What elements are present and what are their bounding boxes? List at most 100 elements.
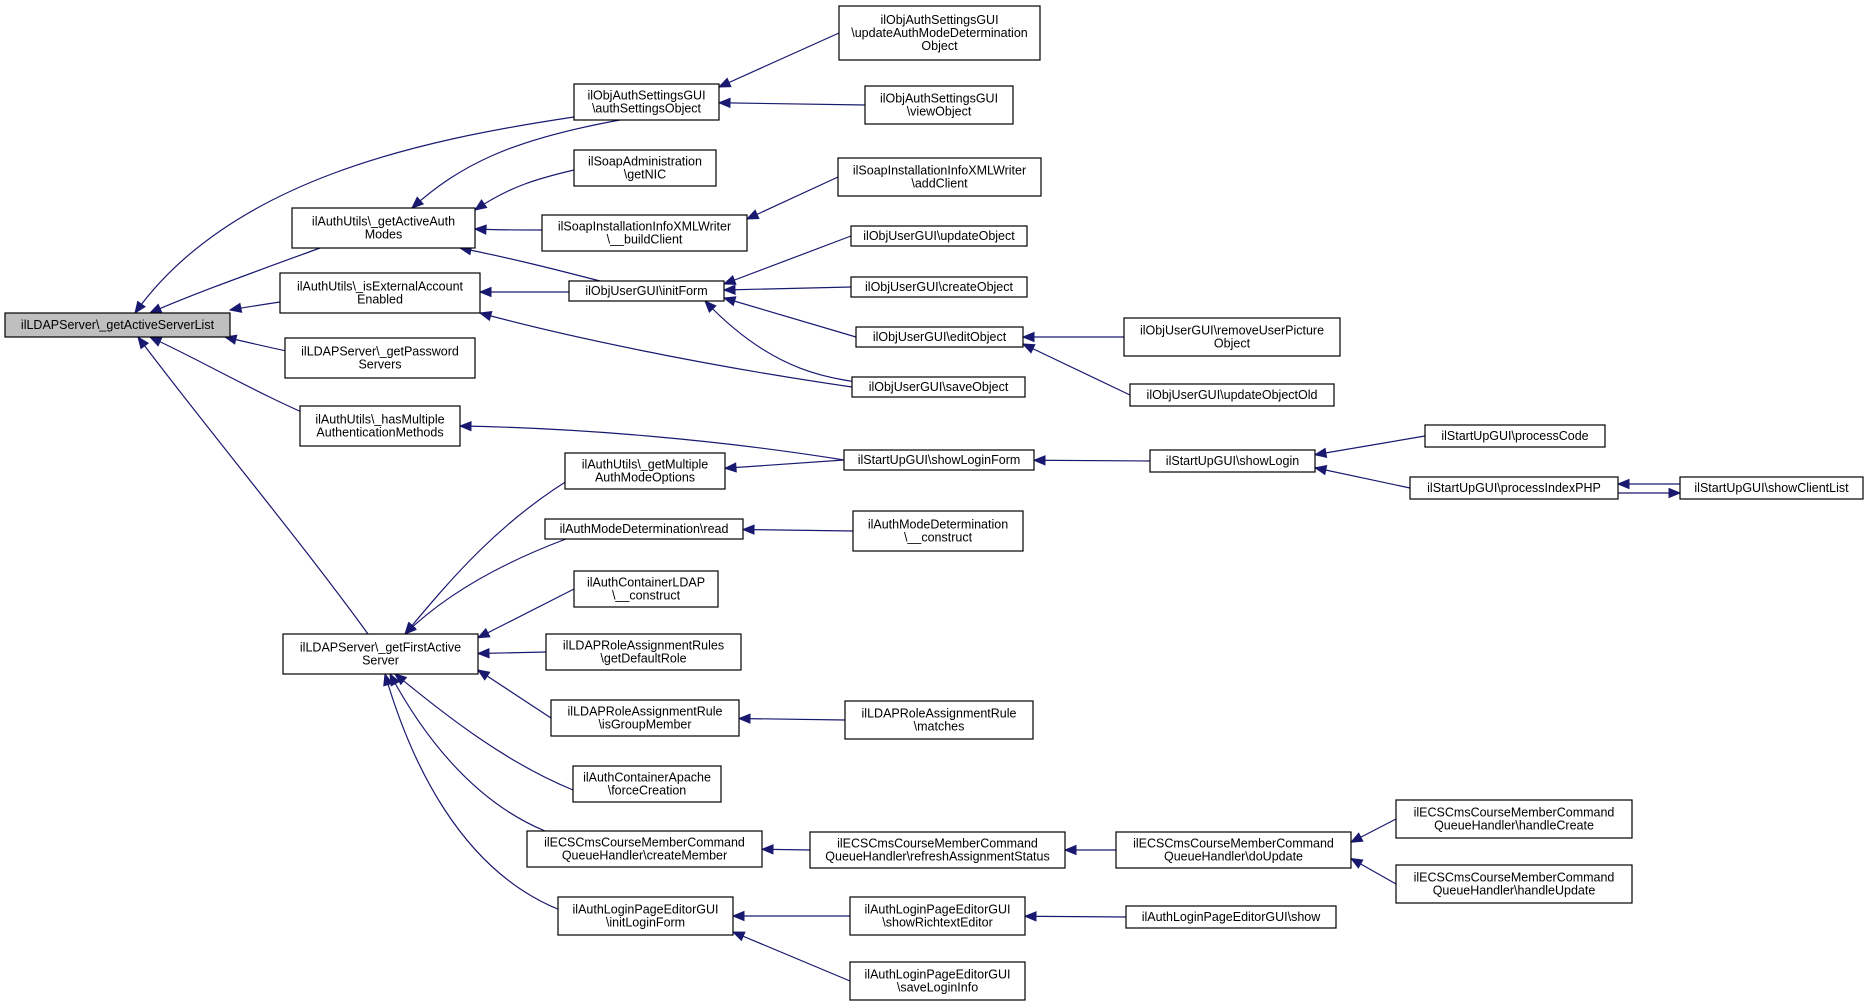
edge-arrowhead-initForm-to-isExternalAccountEnabled: [478, 286, 492, 298]
node-label-line: ilAuthUtils\_getMultiple: [582, 458, 708, 472]
node-processIndexPHP[interactable]: ilStartUpGUI\processIndexPHP: [1409, 476, 1619, 500]
node-showLoginForm[interactable]: ilStartUpGUI\showLoginForm: [843, 449, 1035, 471]
node-label-line: ilObjAuthSettingsGUI: [880, 92, 998, 106]
node-label-line: ilObjUserGUI\saveObject: [869, 380, 1009, 394]
edge-arrowhead-soapBuildClient-to-getActiveAuthModes: [473, 224, 487, 235]
node-initLoginForm[interactable]: ilAuthLoginPageEditorGUI\initLoginForm: [557, 896, 734, 936]
node-authModeDetRead[interactable]: ilAuthModeDetermination\read: [544, 518, 744, 540]
node-isGroupMember[interactable]: ilLDAPRoleAssignmentRule\isGroupMember: [550, 699, 740, 737]
node-box: [568, 280, 725, 302]
node-showRichtextEditor[interactable]: ilAuthLoginPageEditorGUI\showRichtextEdi…: [849, 896, 1026, 936]
node-getDefaultRole[interactable]: ilLDAPRoleAssignmentRules\getDefaultRole: [545, 633, 742, 671]
node-hasMultipleAuth[interactable]: ilAuthUtils\_hasMultipleAuthenticationMe…: [299, 405, 461, 447]
node-label-line: QueueHandler\createMember: [562, 849, 727, 863]
node-saveObject[interactable]: ilObjUserGUI\saveObject: [851, 376, 1026, 398]
node-saveLoginInfo[interactable]: ilAuthLoginPageEditorGUI\saveLoginInfo: [849, 961, 1026, 1001]
node-label-line: \viewObject: [907, 105, 972, 119]
node-authContainerLDAPConstruct[interactable]: ilAuthContainerLDAP\__construct: [573, 570, 719, 608]
edge-createMember-to-getFirstActiveServer: [389, 673, 546, 832]
node-forceCreation[interactable]: ilAuthContainerApache\forceCreation: [572, 765, 722, 803]
node-label-line: QueueHandler\handleUpdate: [1433, 884, 1596, 898]
node-handleCreate[interactable]: ilECSCmsCourseMemberCommandQueueHandler\…: [1395, 799, 1633, 839]
node-root[interactable]: ilLDAPServer\_getActiveServerList: [4, 312, 231, 338]
node-label-line: ilStartUpGUI\showClientList: [1694, 481, 1849, 495]
node-loginPageShow[interactable]: ilAuthLoginPageEditorGUI\show: [1125, 905, 1337, 929]
node-label-line: Servers: [358, 358, 401, 372]
node-label-line: \getNIC: [624, 168, 666, 182]
edge-arrowhead-showLoginForm-to-getMultipleAuthModeOptions: [723, 462, 737, 473]
edge-arrowhead-showLogin-to-showLoginForm: [1032, 455, 1046, 466]
node-refreshAssignmentStatus[interactable]: ilECSCmsCourseMemberCommandQueueHandler\…: [809, 831, 1066, 869]
node-showLogin[interactable]: ilStartUpGUI\showLogin: [1149, 449, 1316, 473]
edge-processIndexPHP-to-showLogin: [1314, 467, 1411, 489]
edge-arrowhead-authSettingsObject-to-root: [134, 300, 146, 315]
node-viewObject[interactable]: ilObjAuthSettingsGUI\viewObject: [864, 85, 1014, 125]
edge-updateAuthModeDet-to-authSettingsObject: [718, 32, 840, 88]
node-label-line: Server: [362, 654, 399, 668]
node-doUpdate[interactable]: ilECSCmsCourseMemberCommandQueueHandler\…: [1115, 831, 1352, 869]
node-soapBuildClient[interactable]: ilSoapInstallationInfoXMLWriter\__buildC…: [541, 214, 748, 252]
edge-soapGetNIC-to-getActiveAuthModes: [474, 169, 575, 211]
node-addClient[interactable]: ilSoapInstallationInfoXMLWriter\addClien…: [837, 157, 1042, 197]
node-authModeDetConstruct[interactable]: ilAuthModeDetermination\__construct: [852, 510, 1024, 552]
node-label-line: ilECSCmsCourseMemberCommand: [1414, 871, 1615, 885]
node-label-line: Object: [1214, 337, 1251, 351]
node-label-line: \__construct: [904, 531, 973, 545]
edge-authContainerLDAPConstruct-to-getFirstActiveServer: [477, 588, 575, 639]
node-box: [284, 337, 476, 379]
node-handleUpdate[interactable]: ilECSCmsCourseMemberCommandQueueHandler\…: [1395, 864, 1633, 904]
node-updateAuthModeDet[interactable]: ilObjAuthSettingsGUI\updateAuthModeDeter…: [838, 5, 1041, 61]
edge-arrowhead-processCode-to-showLogin: [1313, 447, 1328, 458]
edge-arrowhead-showLoginForm-to-hasMultipleAuth: [458, 420, 472, 432]
node-updateObject[interactable]: ilObjUserGUI\updateObject: [850, 225, 1028, 247]
node-label-line: ilStartUpGUI\processIndexPHP: [1427, 481, 1601, 495]
node-box: [850, 276, 1028, 298]
node-box: [1129, 383, 1335, 407]
node-box: [557, 896, 734, 936]
node-label-line: ilObjUserGUI\updateObjectOld: [1147, 388, 1318, 402]
node-box: [564, 452, 726, 490]
node-label-line: ilAuthContainerLDAP: [587, 576, 705, 590]
edge-arrowhead-getActiveAuthModes-to-root: [148, 303, 163, 314]
edge-initLoginForm-to-getFirstActiveServer: [384, 673, 561, 911]
node-box: [544, 518, 744, 540]
edge-arrowhead-authModeDetRead-to-getFirstActiveServer: [404, 622, 417, 635]
node-box: [550, 699, 740, 737]
node-updateObjectOld[interactable]: ilObjUserGUI\updateObjectOld: [1129, 383, 1335, 407]
node-label-line: AuthenticationMethods: [316, 426, 443, 440]
node-box: [849, 896, 1026, 936]
node-initForm[interactable]: ilObjUserGUI\initForm: [568, 280, 725, 302]
node-createObject[interactable]: ilObjUserGUI\createObject: [850, 276, 1028, 298]
edge-arrowhead-handleCreate-to-doUpdate: [1349, 832, 1364, 843]
node-matches[interactable]: ilLDAPRoleAssignmentRule\matches: [844, 700, 1034, 740]
node-editObject[interactable]: ilObjUserGUI\editObject: [855, 326, 1024, 348]
node-soapGetNIC[interactable]: ilSoapAdministration\getNIC: [573, 149, 717, 187]
edge-saveObject-to-isExternalAccountEnabled: [479, 312, 853, 388]
node-label-line: Object: [921, 39, 958, 53]
node-label-line: ilObjUserGUI\removeUserPicture: [1140, 324, 1324, 338]
node-label-line: ilLDAPServer\_getPassword: [301, 345, 459, 359]
edge-layer: [134, 32, 1682, 982]
node-processCode[interactable]: ilStartUpGUI\processCode: [1424, 424, 1606, 448]
edge-updateObject-to-initForm: [723, 235, 852, 285]
node-label-line: AuthModeOptions: [595, 471, 695, 485]
node-box: [852, 510, 1024, 552]
node-box: [1409, 476, 1619, 500]
node-authSettingsObject[interactable]: ilObjAuthSettingsGUI\authSettingsObject: [573, 83, 720, 121]
node-label-line: Modes: [365, 228, 403, 242]
node-label-line: ilECSCmsCourseMemberCommand: [837, 837, 1038, 851]
node-label-line: ilECSCmsCourseMemberCommand: [1133, 837, 1334, 851]
node-label-line: \updateAuthModeDetermination: [851, 26, 1028, 40]
edge-arrowhead-isGroupMember-to-getFirstActiveServer: [476, 669, 491, 681]
node-label-line: Enabled: [357, 293, 403, 307]
node-createMember[interactable]: ilECSCmsCourseMemberCommandQueueHandler\…: [526, 830, 763, 868]
node-showClientList[interactable]: ilStartUpGUI\showClientList: [1679, 476, 1864, 500]
edge-arrowhead-doUpdate-to-refreshAssignmentStatus: [1063, 844, 1077, 856]
node-label-line: ilSoapInstallationInfoXMLWriter: [558, 220, 731, 234]
